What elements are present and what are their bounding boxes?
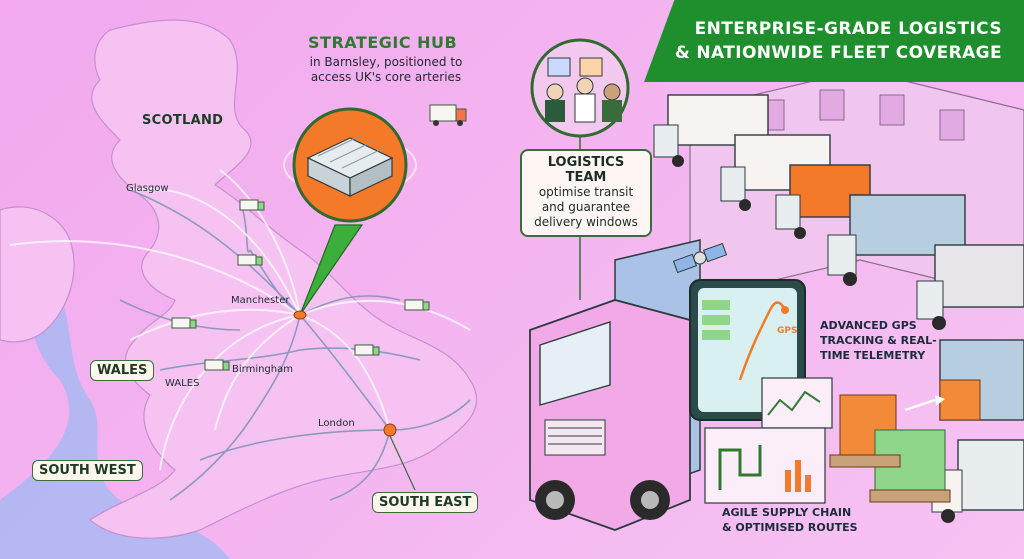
hub-title: STRATEGIC HUB [308, 33, 458, 52]
gps-feature-label: ADVANCED GPS TRACKING & REAL- TIME TELEM… [820, 318, 937, 363]
dashboard-panels [704, 377, 833, 504]
region-wales-small: WALES [165, 378, 200, 389]
region-wales-box: WALES [90, 360, 155, 381]
satellite [672, 242, 728, 274]
gps-feature-line-3: TIME TELEMETRY [820, 349, 926, 362]
arrow-to-truck [904, 398, 936, 412]
city-manchester: Manchester [231, 295, 290, 306]
supply-chain-line-2: & OPTIMISED ROUTES [722, 521, 858, 534]
region-south-west: SOUTH WEST [32, 460, 143, 481]
supply-chain-line-1: AGILE SUPPLY CHAIN [722, 506, 852, 519]
header-title: ENTERPRISE-GRADE LOGISTICS & NATIONWIDE … [675, 17, 1002, 65]
route-arcs [9, 169, 471, 471]
gps-feature-line-2: TRACKING & REAL- [820, 334, 937, 347]
city-birmingham: Birmingham [232, 364, 293, 375]
logistics-team-title: LOGISTICS TEAM [547, 155, 625, 185]
city-london: London [318, 418, 355, 429]
header-banner [644, 0, 1024, 82]
hub-description: in Barnsley, positioned to access UK's c… [309, 55, 463, 84]
supply-chain-feature-label: AGILE SUPPLY CHAIN & OPTIMISED ROUTES [722, 505, 858, 535]
region-south-east: SOUTH EAST [372, 492, 479, 513]
south-east-stem [389, 435, 416, 491]
main-lorry [529, 239, 701, 531]
hub-marker [283, 107, 417, 437]
team-illustration [530, 38, 630, 138]
logistics-team-description: optimise transit and guarantee delivery … [534, 185, 638, 229]
gps-feature-line-1: ADVANCED GPS [820, 319, 917, 332]
region-scotland: SCOTLAND [142, 113, 224, 128]
header-title-line-2: & NATIONWIDE FLEET COVERAGE [674, 43, 1002, 63]
header-title-line-1: ENTERPRISE-GRADE LOGISTICS [694, 19, 1002, 39]
great-britain-outline [88, 19, 478, 539]
city-glasgow: Glasgow [126, 183, 169, 194]
map-trucks [171, 104, 467, 371]
bottle-pallets [829, 379, 981, 503]
tablet-gps-label: GPS [777, 326, 798, 336]
logistics-team-callout: LOGISTICS TEAM optimise transit and guar… [520, 149, 652, 237]
